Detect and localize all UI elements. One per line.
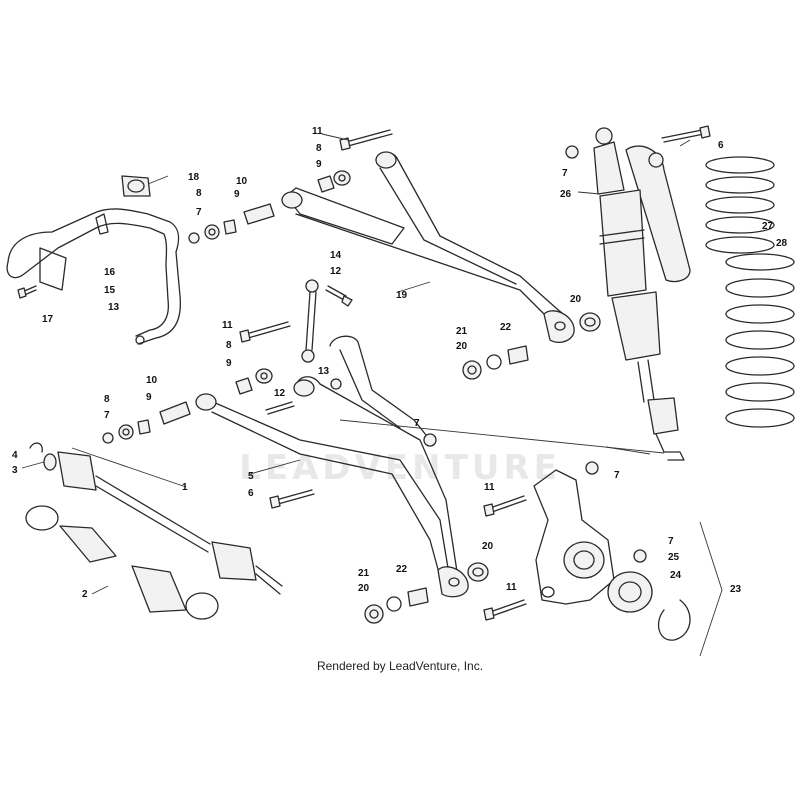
lower-arm-bushing-pair	[235, 368, 273, 395]
knuckle-bolt-upper	[483, 495, 527, 517]
callout-7-bearing: 7	[668, 536, 674, 547]
callout-19: 19	[396, 290, 408, 301]
callout-26: 26	[560, 189, 572, 200]
callout-9-sway: 9	[234, 189, 240, 200]
callout-20-lower-left: 20	[358, 583, 370, 594]
callout-12-lower: 12	[274, 388, 286, 399]
callout-11-top: 11	[312, 126, 323, 137]
callout-7-shock: 7	[562, 168, 568, 179]
upper-a-arm	[281, 151, 575, 343]
sway-bar	[6, 208, 182, 345]
shock-spring-upper	[705, 156, 775, 254]
callout-11-knuckle-bottom: 11	[506, 582, 517, 593]
callout-3: 3	[12, 465, 18, 476]
bolt-17	[17, 285, 37, 299]
callout-20-lower-right: 20	[482, 541, 494, 552]
callout-8-lower: 8	[104, 394, 110, 405]
callout-6-upper: 6	[718, 140, 724, 151]
shock-absorber	[565, 127, 691, 461]
callout-10-lower: 10	[146, 375, 158, 386]
callout-15: 15	[104, 285, 116, 296]
callout-8-upper: 8	[316, 143, 322, 154]
wheel-bearing	[607, 571, 653, 613]
callout-8-sway: 8	[196, 188, 202, 199]
callout-9-lower: 9	[146, 392, 152, 403]
callout-9-upper: 9	[316, 159, 322, 170]
bearing-snap-ring	[657, 599, 691, 641]
shock-spring-lower	[725, 253, 795, 428]
rendered-by-credit: Rendered by LeadVenture, Inc.	[316, 659, 484, 673]
callout-28: 28	[776, 238, 788, 249]
lower-bushing-stack	[102, 401, 191, 444]
upper-arm-bolt	[339, 129, 393, 151]
bolt-6-lower	[269, 489, 315, 509]
callout-25: 25	[668, 552, 680, 563]
shock-bolt	[661, 125, 711, 143]
nut-13	[330, 378, 342, 390]
callout-20-upper: 20	[456, 341, 468, 352]
sway-link	[301, 279, 319, 363]
callout-13-sway: 13	[108, 302, 120, 313]
callout-2: 2	[82, 589, 88, 600]
callout-1: 1	[182, 482, 188, 493]
steering-knuckle	[533, 469, 615, 605]
callout-13-arm: 13	[318, 366, 330, 377]
lower-arm-bolt	[239, 321, 291, 343]
sway-bar-bushing	[121, 175, 151, 197]
callout-7-upper-left: 7	[196, 207, 202, 218]
upper-bushing-stack	[188, 203, 275, 244]
drive-shaft	[29, 442, 283, 595]
callout-10-upper: 10	[236, 176, 248, 187]
bracket-23	[699, 521, 723, 657]
nut-7-center	[423, 433, 437, 447]
upper-ball-joint-hardware	[462, 312, 601, 380]
callout-20-shock: 20	[570, 294, 582, 305]
callout-24: 24	[670, 570, 682, 581]
callout-7-knuckle: 7	[614, 470, 620, 481]
callout-7-center: 7	[414, 418, 420, 429]
leadventure-watermark: LEADVENTURE	[239, 448, 561, 488]
callout-22-lower: 22	[396, 564, 408, 575]
callout-labels: 1 2 3 4 5 6 6 7 7 7 7 7 7 8 8 8 8 9 9 9 …	[12, 126, 788, 600]
callout-11-knuckle-top: 11	[484, 482, 495, 493]
callout-23: 23	[730, 584, 742, 595]
bolt-12-lower	[265, 401, 295, 415]
callout-22-upper: 22	[500, 322, 512, 333]
cv-boot-kit	[25, 505, 219, 620]
lower-ball-joint-hardware	[364, 562, 489, 624]
callout-7-lower-left: 7	[104, 410, 110, 421]
callout-12-upper: 12	[330, 266, 342, 277]
link-bolts	[325, 285, 353, 307]
callout-6-lower: 6	[248, 488, 254, 499]
callout-18: 18	[188, 172, 200, 183]
callout-21-upper: 21	[456, 326, 468, 337]
callout-16: 16	[104, 267, 116, 278]
callout-14: 14	[330, 250, 342, 261]
callout-17: 17	[42, 314, 54, 325]
callout-5: 5	[248, 471, 254, 482]
callout-21-lower: 21	[358, 568, 370, 579]
callout-4: 4	[12, 450, 18, 461]
callout-9-mid: 9	[226, 358, 232, 369]
lower-a-arm	[195, 335, 469, 598]
callout-11-mid: 11	[222, 320, 233, 331]
callout-8-mid: 8	[226, 340, 232, 351]
knuckle-nut	[585, 461, 647, 563]
knuckle-bolt-lower	[483, 599, 527, 621]
callout-27: 27	[762, 221, 774, 232]
leader-lines	[21, 133, 691, 595]
upper-arm-bushing-pair	[317, 170, 351, 193]
